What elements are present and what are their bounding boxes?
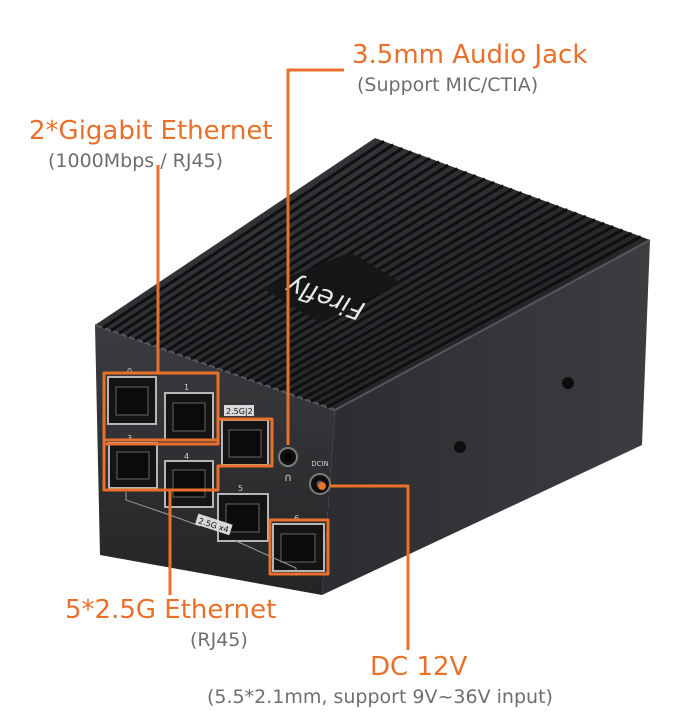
dc-callout-line (330, 484, 410, 650)
heatsink-fin (310, 228, 624, 403)
dc-power-subtitle: (5.5*2.1mm, support 9V~36V input) (207, 686, 553, 708)
ethernet-port-0: 0 (107, 367, 157, 425)
gigabit-callout-box (102, 371, 220, 446)
ethernet-25g-title: 5*2.5G Ethernet (65, 595, 277, 625)
audio-callout-line (286, 68, 344, 445)
gigabit-ethernet-subtitle: (1000Mbps / RJ45) (48, 150, 224, 172)
heatsink-fin (102, 140, 385, 330)
heatsink-fin (302, 225, 615, 400)
heatsink-fin (166, 167, 459, 352)
audio-jack-subtitle: (Support MIC/CTIA) (357, 74, 539, 96)
heatsink-fin (134, 153, 422, 341)
audio-jack: ∩ (278, 447, 298, 484)
heatsink-fin (286, 218, 596, 395)
heatsink-fin (326, 235, 642, 409)
port-number: 5 (238, 484, 243, 493)
brand-plate: Firefly (262, 252, 402, 325)
ethernet-25g-subtitle: (RJ45) (190, 629, 248, 651)
ethernet-port-2: 2.5G|2 (221, 405, 269, 466)
side-screw-hole (454, 441, 466, 453)
heatsink-fin (278, 214, 587, 392)
heatsink-fin (270, 211, 578, 389)
ethernet-port-1: 1 (164, 383, 214, 441)
heatsink-fin (262, 208, 569, 386)
heatsink-fin (254, 204, 560, 383)
ethernet-port-4: 4 (164, 452, 214, 508)
heatsink-fin (174, 170, 468, 355)
audio-jack-title: 3.5mm Audio Jack (352, 40, 588, 70)
dc-callout-dot (318, 482, 326, 490)
ethernet-port-5: 5 (217, 484, 269, 542)
heatsink-fin (294, 221, 605, 398)
heatsink-fin (158, 163, 450, 349)
device-side-face (322, 240, 650, 595)
power-label: DCIN (311, 460, 329, 468)
side-screw-hole (562, 377, 574, 389)
heatsink-fin (118, 146, 404, 335)
gigabit-ethernet-title: 2*Gigabit Ethernet (29, 116, 273, 146)
ethernet-port-3: 3 (108, 434, 158, 489)
port-number: 2.5G|2 (226, 407, 253, 416)
port-number: 1 (184, 383, 189, 392)
heatsink-fin (318, 231, 633, 406)
dc-power-title: DC 12V (370, 652, 468, 682)
heatsink-fin (246, 201, 550, 381)
heatsink-fin (126, 150, 413, 338)
port-number: 4 (184, 452, 189, 461)
port-group-bracket (125, 492, 201, 527)
heatsink-fin (150, 160, 440, 347)
ethernet25-callout-box (102, 417, 274, 492)
ethernet25-port6-box (268, 518, 330, 576)
headphone-icon: ∩ (284, 471, 292, 484)
